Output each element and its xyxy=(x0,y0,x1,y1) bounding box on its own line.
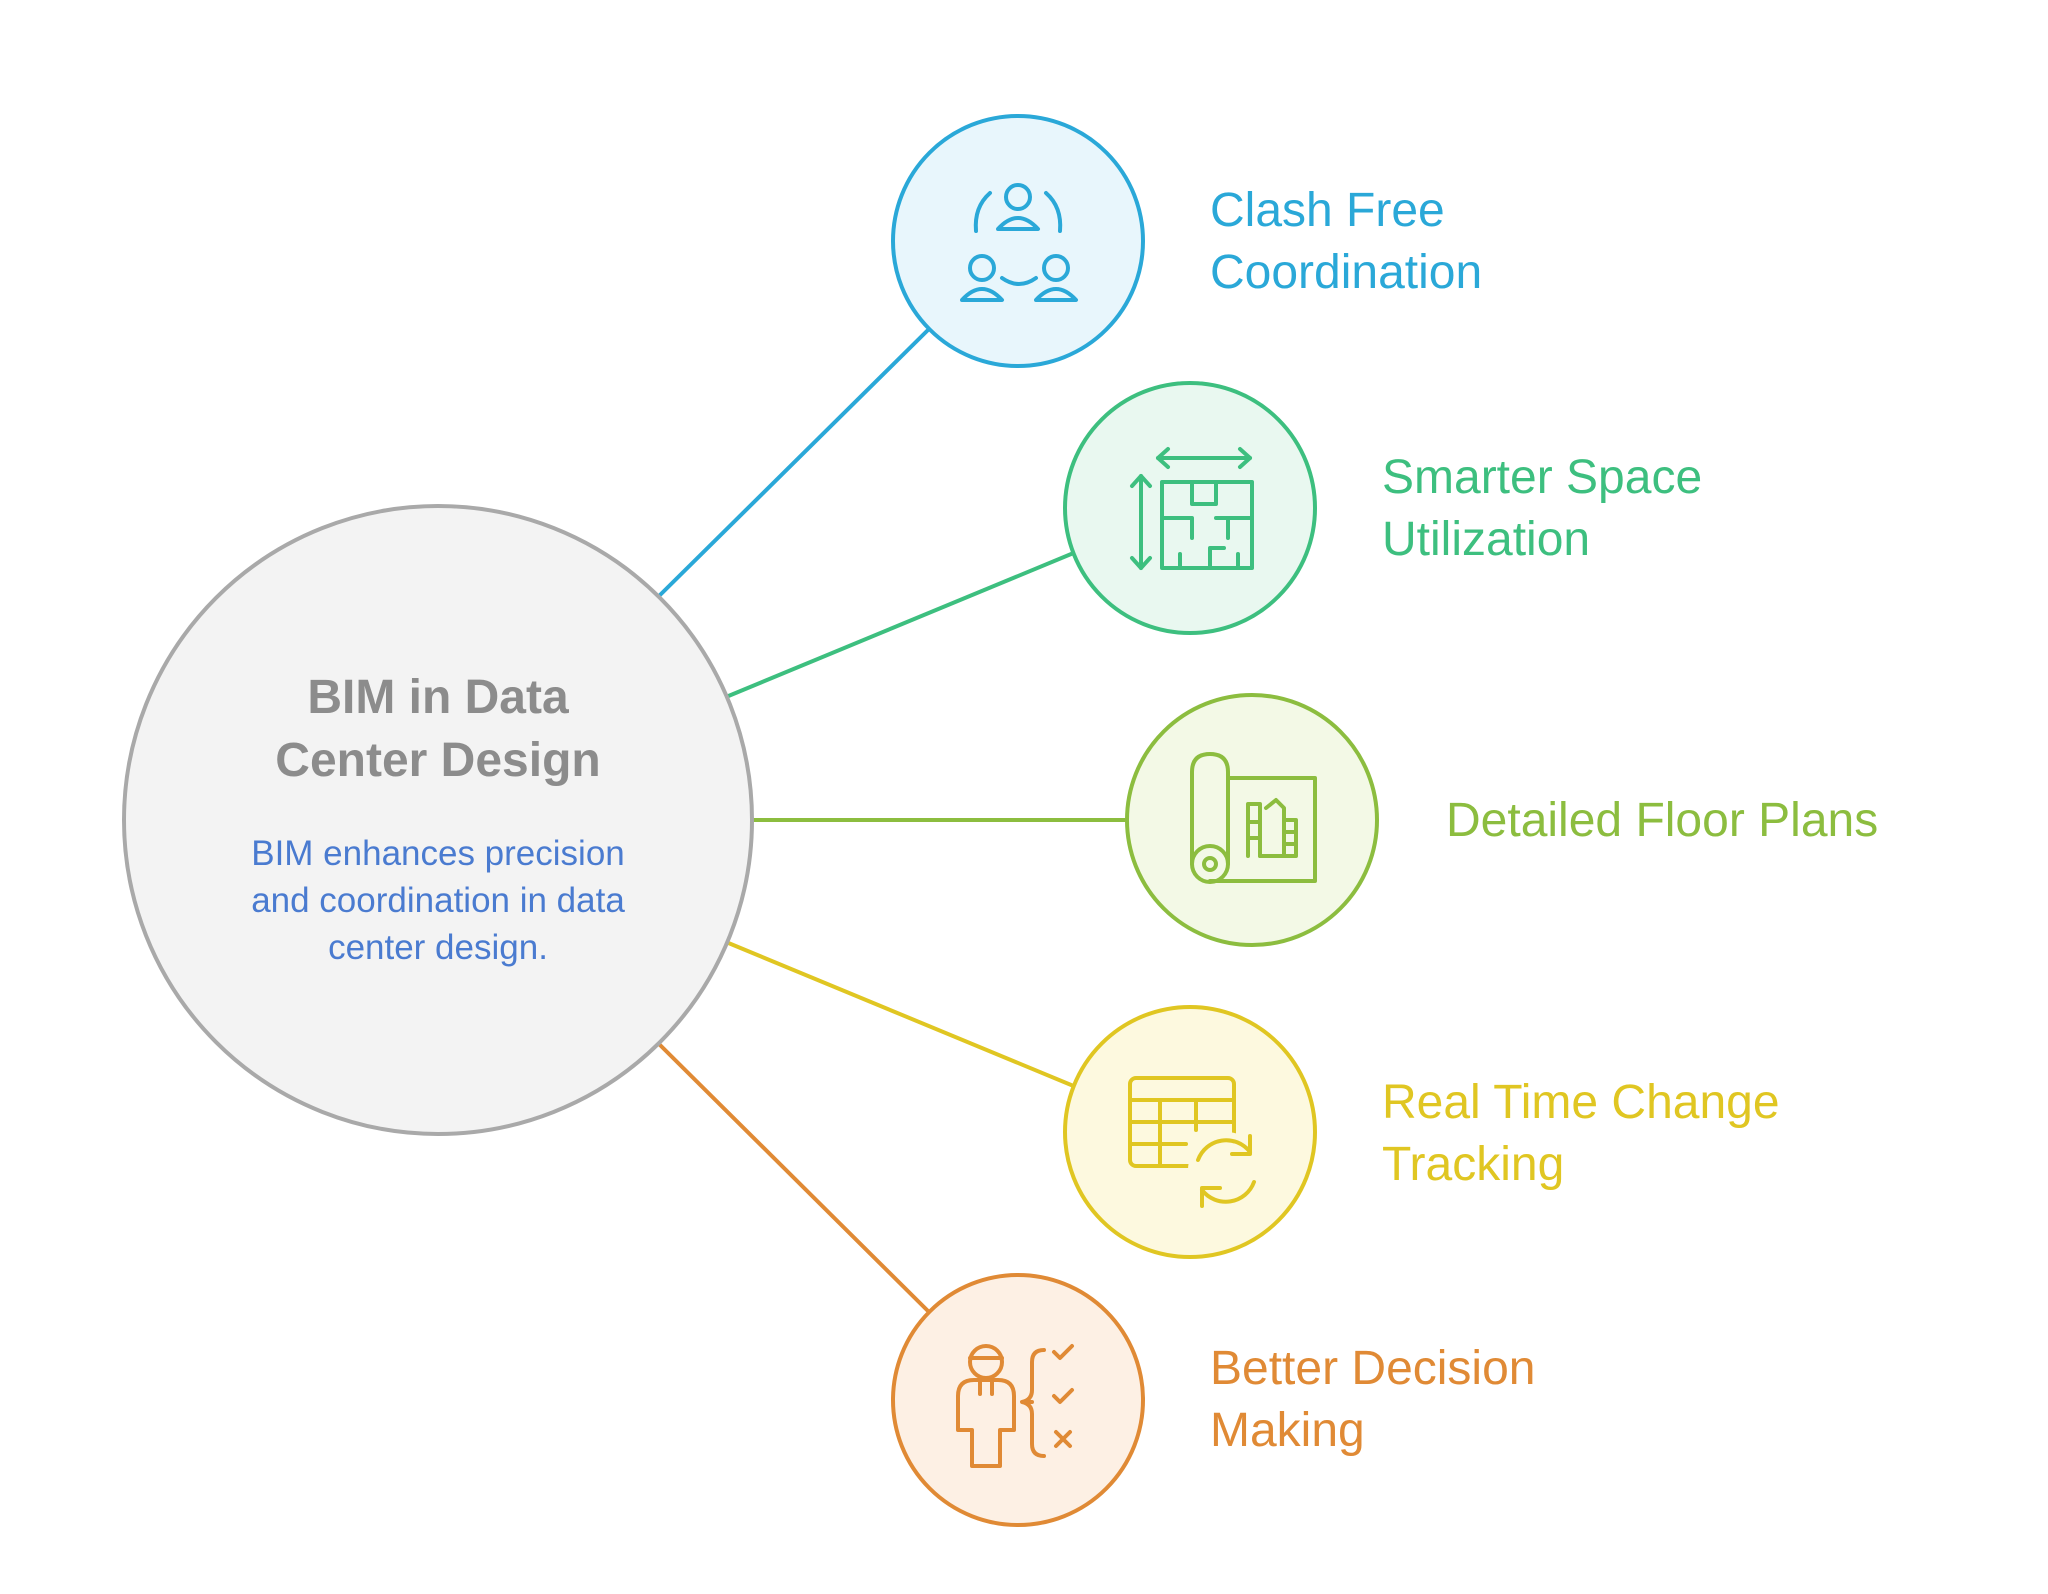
blueprint-scroll-icon xyxy=(1190,752,1317,884)
node-label-decision-making: Better Decision Making xyxy=(1210,1338,1535,1462)
node-label-line: Tracking xyxy=(1382,1138,1565,1191)
node-label-floor-plans: Detailed Floor Plans xyxy=(1446,790,1878,852)
table-refresh-icon xyxy=(1128,1076,1264,1208)
center-description-line: and coordination in data xyxy=(251,881,625,920)
connector-change-tracking xyxy=(725,940,1077,1089)
floor-plan-dimensions-icon xyxy=(1130,447,1254,570)
node-circle-decision-making xyxy=(891,1273,1145,1527)
person-checklist-icon xyxy=(956,1344,1074,1468)
center-title: BIM in Data Center Design xyxy=(200,666,676,792)
node-label-line: Utilization xyxy=(1382,513,1591,566)
center-description: BIM enhances precision and coordination … xyxy=(200,830,676,971)
center-hub-circle xyxy=(122,504,754,1136)
connector-smarter-space xyxy=(725,550,1077,699)
node-circle-change-tracking xyxy=(1063,1005,1317,1259)
team-collaboration-icon xyxy=(960,183,1078,302)
center-description-line: center design. xyxy=(328,928,548,967)
node-label-line: Real Time Change xyxy=(1382,1076,1780,1129)
node-circle-smarter-space xyxy=(1063,381,1317,635)
node-label-line: Detailed Floor Plans xyxy=(1446,794,1879,847)
node-label-line: Better Decision xyxy=(1210,1342,1536,1395)
center-title-line: BIM in Data xyxy=(307,671,569,724)
center-description-line: BIM enhances precision xyxy=(251,834,625,873)
connector-decision-making xyxy=(656,1041,932,1315)
node-label-change-tracking: Real Time Change Tracking xyxy=(1382,1072,1780,1196)
node-label-line: Clash Free xyxy=(1210,184,1445,237)
node-label-line: Smarter Space xyxy=(1382,451,1703,504)
center-title-line: Center Design xyxy=(275,734,601,787)
node-label-smarter-space: Smarter Space Utilization xyxy=(1382,447,1702,571)
node-label-clash-free: Clash Free Coordination xyxy=(1210,180,1482,304)
node-label-line: Coordination xyxy=(1210,246,1483,299)
node-circle-clash-free xyxy=(891,114,1145,368)
connector-clash-free xyxy=(656,326,932,599)
node-label-line: Making xyxy=(1210,1404,1365,1457)
